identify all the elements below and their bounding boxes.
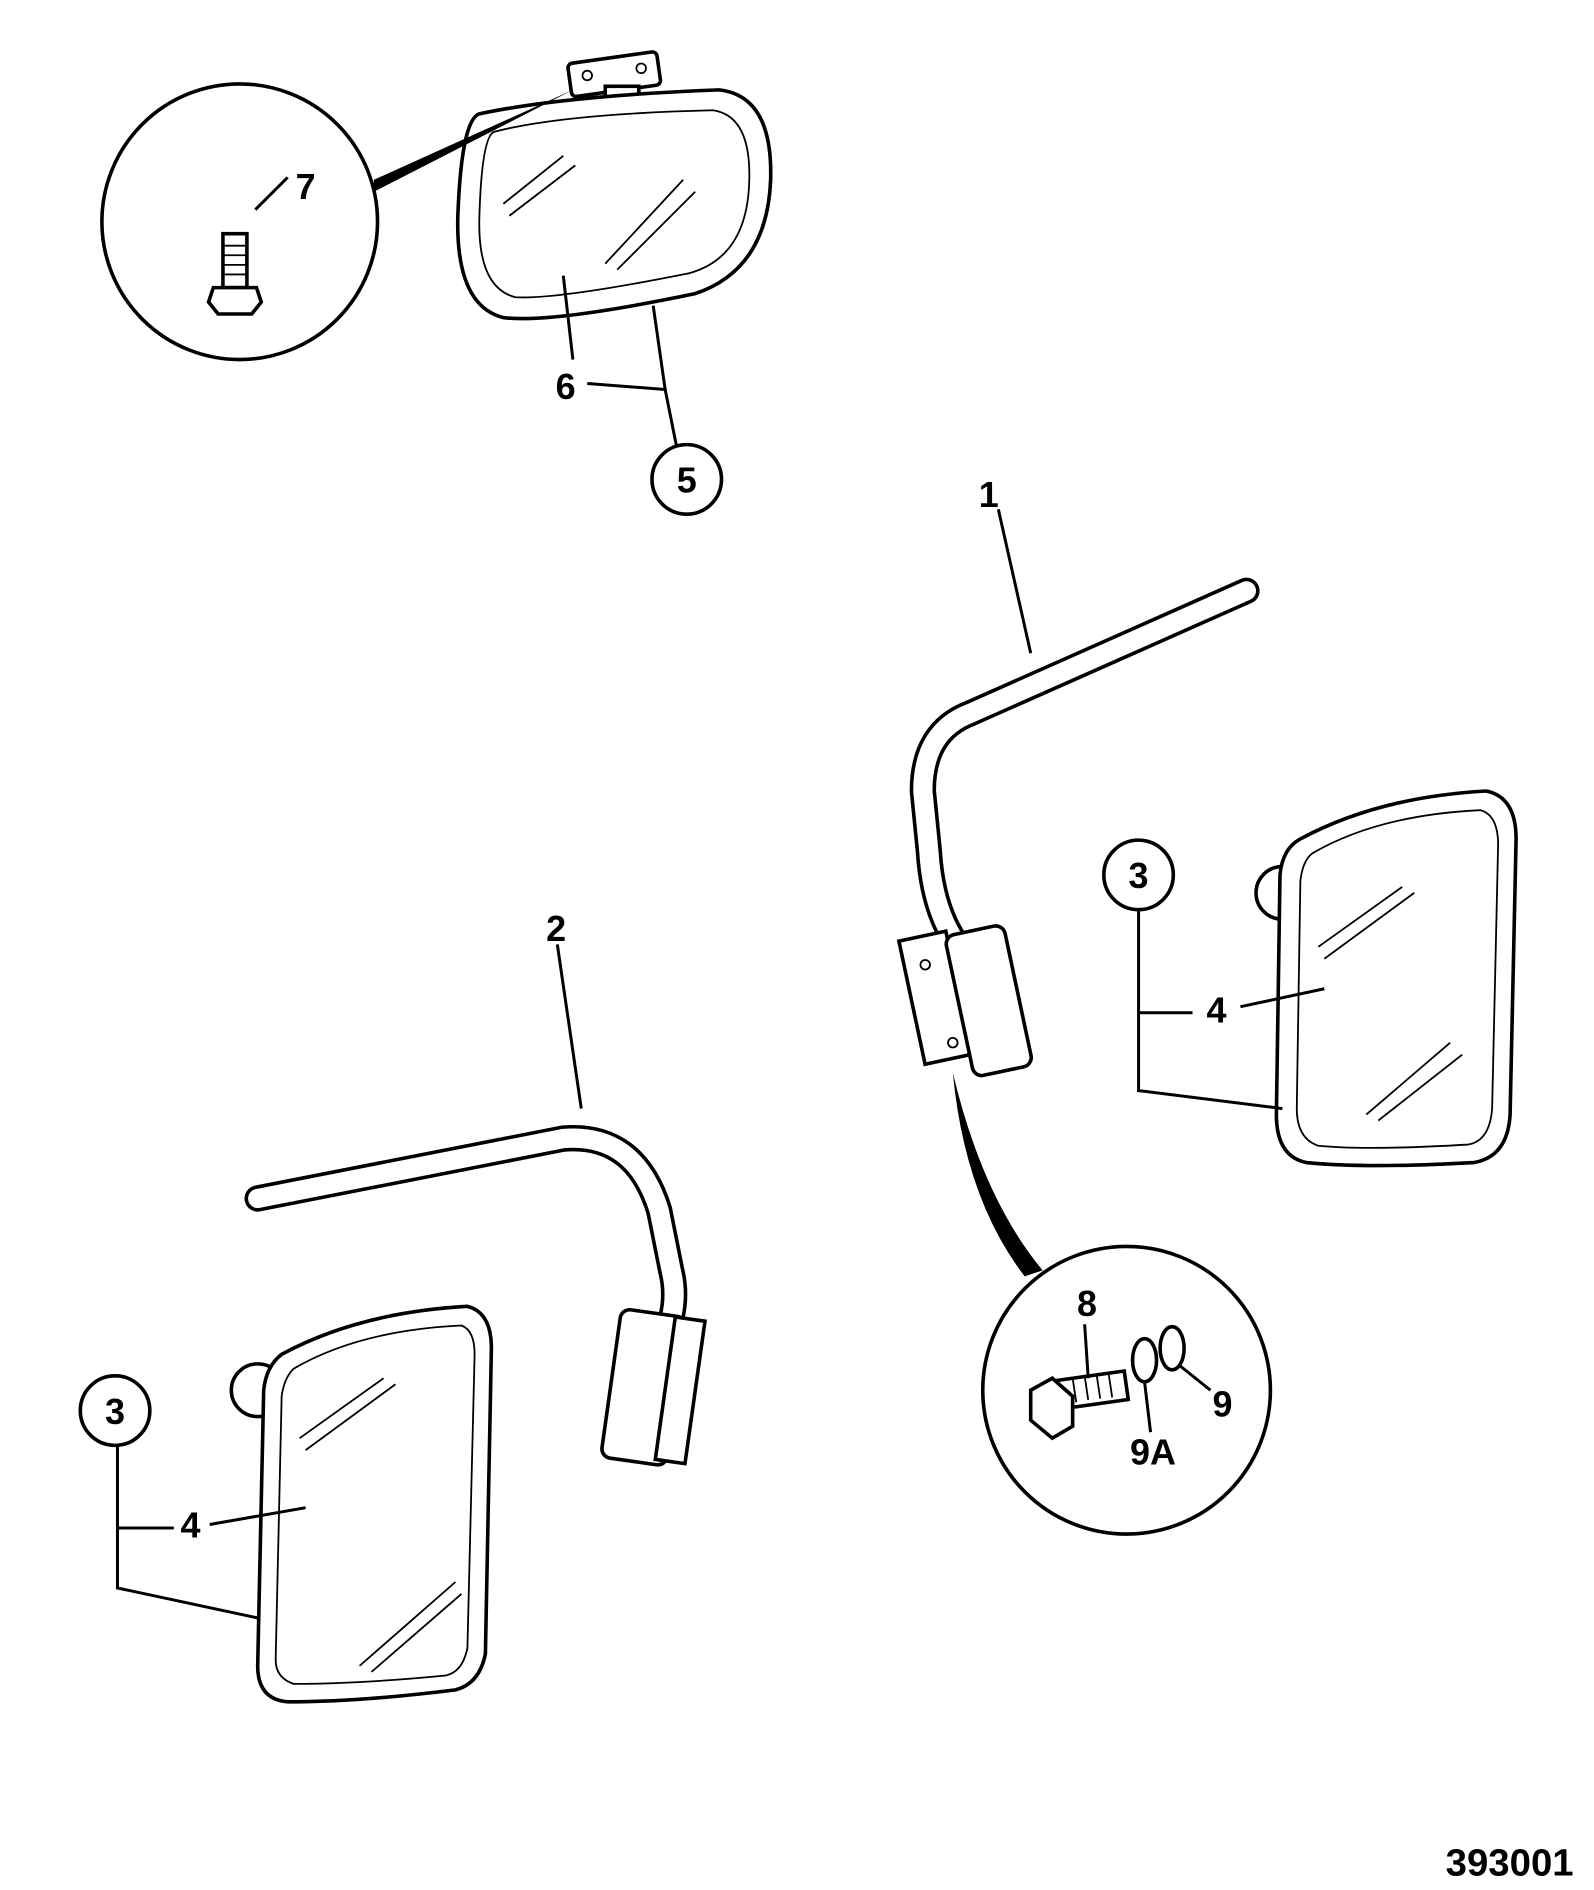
- callout-8: 8: [1077, 1283, 1097, 1324]
- callout-7: 7: [296, 166, 316, 207]
- callout-1: 1: [979, 474, 999, 515]
- reference-number: 393001: [1446, 1842, 1574, 1885]
- callout-circle-5: [650, 442, 724, 516]
- mirror-arm-right: [896, 577, 1260, 1078]
- callout-3-left: 3: [105, 1391, 125, 1432]
- callout-2: 2: [546, 908, 566, 949]
- callout-3-right: 3: [1129, 855, 1149, 896]
- callout-5: 5: [677, 460, 697, 501]
- callout-circle-3-left: [78, 1374, 152, 1448]
- interior-mirror: [455, 50, 773, 321]
- mirror-head-right: [1254, 789, 1518, 1168]
- callout-9: 9: [1212, 1384, 1232, 1425]
- mirror-head-left: [229, 1304, 494, 1704]
- detail-circle-bolt: [100, 82, 573, 362]
- callout-6: 6: [556, 366, 576, 407]
- leader-lines: [115, 176, 1325, 1620]
- mirror-arm-left: [244, 1124, 708, 1467]
- callout-circle-3-right: [1102, 838, 1176, 912]
- callout-4-left: 4: [181, 1505, 201, 1546]
- callout-9a: 9A: [1130, 1432, 1176, 1473]
- callout-4-right: 4: [1206, 989, 1226, 1030]
- detail-circle-bolt-washers: [952, 1072, 1273, 1536]
